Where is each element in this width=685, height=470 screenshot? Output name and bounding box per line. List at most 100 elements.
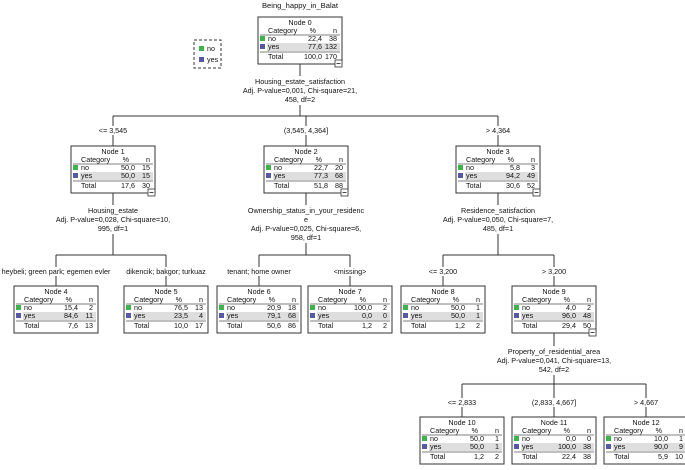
- node-title: Node 3: [486, 147, 509, 156]
- branch-label-bg: [97, 126, 129, 135]
- row-no-pct: 50,0: [451, 303, 465, 312]
- row-total-pct: 100,0: [304, 52, 322, 61]
- node-box: [216, 285, 302, 334]
- branch-label-1: (3,545, 4,364]: [284, 126, 328, 135]
- branch-label-9: <= 2,833: [448, 398, 476, 407]
- yes-row-band: [133, 312, 206, 320]
- split-line: Housing_estate_satisfaction: [255, 77, 345, 86]
- row-no-label: no: [81, 163, 89, 172]
- header-category: Category: [522, 426, 552, 435]
- header-n: n: [495, 426, 499, 435]
- row-no-n: 0: [587, 434, 591, 443]
- row-no-pct: 5,8: [510, 163, 520, 172]
- collapse-icon[interactable]: [334, 59, 343, 68]
- row-yes-n: 132: [325, 42, 337, 51]
- row-yes-label: yes: [466, 171, 478, 180]
- row-total-n: 2: [495, 452, 499, 461]
- row-no-label: no: [430, 434, 438, 443]
- collapse-icon[interactable]: [532, 188, 541, 197]
- row-yes-pct: 100,0: [558, 442, 576, 451]
- row-yes-pct: 96,0: [562, 311, 576, 320]
- row-total-n: 88: [335, 181, 343, 190]
- row-total-label: Total: [274, 181, 290, 190]
- node-box: [263, 145, 349, 194]
- row-yes-n: 4: [199, 311, 203, 320]
- row-yes-label: yes: [24, 311, 36, 320]
- row-yes-pct: 79,1: [267, 311, 281, 320]
- row-total-pct: 1,2: [455, 321, 465, 330]
- collapse-icon[interactable]: [588, 328, 597, 337]
- row-total-n: 17: [195, 321, 203, 330]
- row-no-n: 38: [329, 34, 337, 43]
- yes-swatch: [458, 173, 463, 178]
- node-box: [511, 416, 597, 465]
- row-no-pct: 100,0: [354, 303, 372, 312]
- row-total-label: Total: [411, 321, 427, 330]
- row-total-label: Total: [81, 181, 97, 190]
- branch-label-bg: [226, 267, 293, 276]
- row-total-n: 38: [583, 452, 591, 461]
- header-pct: %: [310, 26, 317, 35]
- row-total-pct: 7,6: [68, 321, 78, 330]
- split-line: Adj. P-value=0,041, Chi-square=13,: [497, 356, 611, 365]
- header-pct: %: [360, 295, 367, 304]
- row-no-label: no: [318, 303, 326, 312]
- row-yes-n: 38: [583, 442, 591, 451]
- no-swatch: [422, 436, 427, 441]
- row-total-pct: 29,4: [562, 321, 576, 330]
- row-no-n: 2: [383, 303, 387, 312]
- yes-row-band: [23, 312, 96, 320]
- row-no-pct: 0,0: [566, 434, 576, 443]
- branch-label-6: <missing>: [334, 267, 367, 276]
- tree-title: Being_happy_in_Balat: [262, 1, 339, 10]
- row-total-pct: 17,6: [121, 181, 135, 190]
- header-category: Category: [466, 155, 496, 164]
- header-category: Category: [522, 295, 552, 304]
- row-no-pct: 15,4: [64, 303, 78, 312]
- node-title: Node 6: [247, 287, 270, 296]
- collapse-icon[interactable]: [340, 188, 349, 197]
- node-box: [511, 285, 597, 334]
- header-category: Category: [614, 426, 644, 435]
- branch-label-8: > 3,200: [542, 267, 566, 276]
- row-yes-pct: 23,5: [174, 311, 188, 320]
- row-total-n: 2: [383, 321, 387, 330]
- node-title: Node 1: [101, 147, 124, 156]
- row-yes-label: yes: [274, 171, 286, 180]
- row-total-n: 52: [527, 181, 535, 190]
- branch-label-11: > 4,667: [634, 398, 658, 407]
- split-line: 958, df=1: [291, 233, 321, 242]
- yes-row-band: [410, 312, 483, 320]
- yes-row-band: [273, 172, 346, 180]
- no-swatch: [514, 436, 519, 441]
- row-no-label: no: [411, 303, 419, 312]
- header-n: n: [89, 295, 93, 304]
- header-category: Category: [318, 295, 348, 304]
- branch-label-5: tenant; home owner: [227, 267, 291, 276]
- split-line: 995, df=1: [98, 224, 128, 233]
- row-total-label: Total: [227, 321, 243, 330]
- split-line: Adj. P-value=0,025, Chi-square=6,: [251, 224, 361, 233]
- header-n: n: [679, 426, 683, 435]
- collapse-icon[interactable]: [147, 188, 156, 197]
- node-title: Node 7: [338, 287, 361, 296]
- row-yes-label: yes: [430, 442, 442, 451]
- split-line: Ownership_status_in_your_residenc: [248, 206, 365, 215]
- row-no-label: no: [522, 303, 530, 312]
- header-category: Category: [268, 26, 298, 35]
- branch-label-bg: [446, 398, 478, 407]
- row-no-label: no: [614, 434, 622, 443]
- row-total-label: Total: [268, 52, 284, 61]
